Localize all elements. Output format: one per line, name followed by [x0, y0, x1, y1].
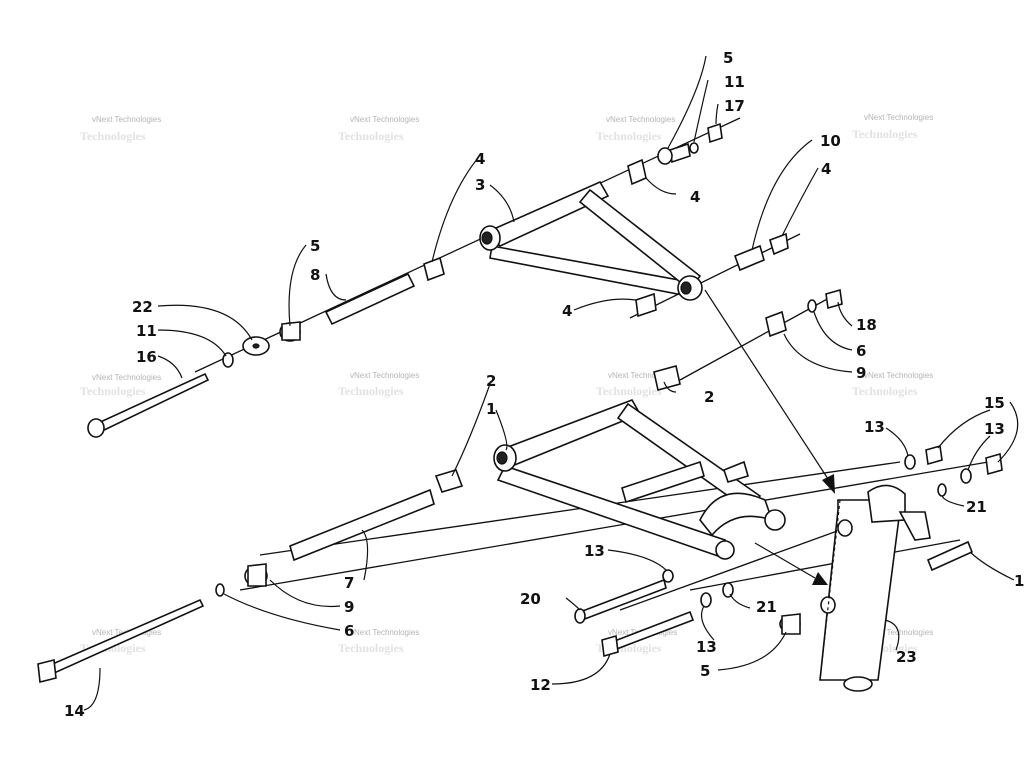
callout-2: 2 [704, 388, 714, 406]
callout-23: 23 [896, 648, 917, 666]
callout-17: 17 [724, 97, 745, 115]
callout-4: 4 [690, 188, 700, 206]
callout-9: 9 [856, 364, 866, 382]
callout-22: 22 [132, 298, 153, 316]
callout-4: 4 [821, 160, 831, 178]
watermark: Technologies vNext Technologies [596, 371, 677, 398]
svg-text:Technologies: Technologies [80, 384, 146, 398]
svg-text:vNext Technologies: vNext Technologies [864, 113, 933, 122]
callout-9: 9 [344, 598, 354, 616]
lower-a-arm [493, 399, 786, 560]
callout-5: 5 [723, 49, 733, 67]
callout-11: 11 [136, 322, 157, 340]
callout-12: 12 [530, 676, 551, 694]
watermark: Technologies vNext Technologies [80, 373, 161, 398]
svg-text:Technologies: Technologies [338, 129, 404, 143]
leader-lines [83, 55, 1019, 711]
hardware-parts [37, 122, 1003, 683]
svg-text:vNext Technologies: vNext Technologies [350, 371, 419, 380]
callout-5: 5 [700, 662, 710, 680]
callout-7: 7 [344, 574, 354, 592]
callout-21: 21 [756, 598, 777, 616]
svg-text:Technologies: Technologies [80, 129, 146, 143]
svg-text:Technologies: Technologies [338, 384, 404, 398]
watermark: Technologies vNext Technologies [80, 115, 161, 143]
callout-2: 2 [486, 372, 496, 390]
callout-8: 8 [310, 266, 320, 284]
svg-text:vNext Technologies: vNext Technologies [350, 115, 419, 124]
callout-15: 15 [984, 394, 1005, 412]
svg-text:vNext Technologies: vNext Technologies [864, 371, 933, 380]
svg-text:vNext Technologies: vNext Technologies [606, 115, 675, 124]
watermark: Technologies vNext Technologies [338, 371, 419, 398]
callout-13: 13 [584, 542, 605, 560]
watermark: Technologies vNext Technologies [596, 115, 675, 143]
svg-text:vNext Technologies: vNext Technologies [350, 628, 419, 637]
svg-text:vNext Technologies: vNext Technologies [92, 115, 161, 124]
callout-1: 1 [486, 400, 496, 418]
svg-text:Technologies: Technologies [852, 384, 918, 398]
callout-21: 21 [966, 498, 987, 516]
callout-labels: 5 11 17 4 3 4 10 4 5 8 22 11 16 4 18 6 9… [64, 49, 1024, 720]
watermarks: Technologies vNext Technologies Technolog… [80, 113, 933, 655]
svg-text:Technologies: Technologies [596, 129, 662, 143]
callout-11: 11 [724, 73, 745, 91]
callout-16: 16 [136, 348, 157, 366]
callout-4: 4 [562, 302, 572, 320]
svg-text:Technologies: Technologies [596, 384, 662, 398]
svg-text:vNext Technologies: vNext Technologies [92, 373, 161, 382]
callout-18: 18 [856, 316, 877, 334]
upper-a-arm [479, 180, 703, 301]
callout-4: 4 [475, 150, 485, 168]
callout-10: 10 [820, 132, 841, 150]
watermark: Technologies vNext Technologies [852, 371, 933, 398]
callout-13: 13 [984, 420, 1005, 438]
svg-text:vNext Technologies: vNext Technologies [608, 371, 677, 380]
callout-20: 20 [520, 590, 541, 608]
bolt-head-upper-5 [669, 142, 691, 164]
callout-6: 6 [344, 622, 354, 640]
spindle-housing [819, 484, 931, 692]
callout-5: 5 [310, 237, 320, 255]
callout-13: 13 [696, 638, 717, 656]
callout-14: 14 [64, 702, 85, 720]
svg-text:Technologies: Technologies [338, 641, 404, 655]
assembly-arrows [704, 289, 835, 585]
watermark: Technologies vNext Technologies [852, 113, 933, 141]
svg-text:Technologies: Technologies [852, 127, 918, 141]
callout-3: 3 [475, 176, 485, 194]
callout-19: 19 [1014, 572, 1024, 590]
callout-6: 6 [856, 342, 866, 360]
callout-13: 13 [864, 418, 885, 436]
watermark: Technologies vNext Technologies [338, 115, 419, 143]
watermark: Technologies vNext Technologies [338, 628, 419, 655]
